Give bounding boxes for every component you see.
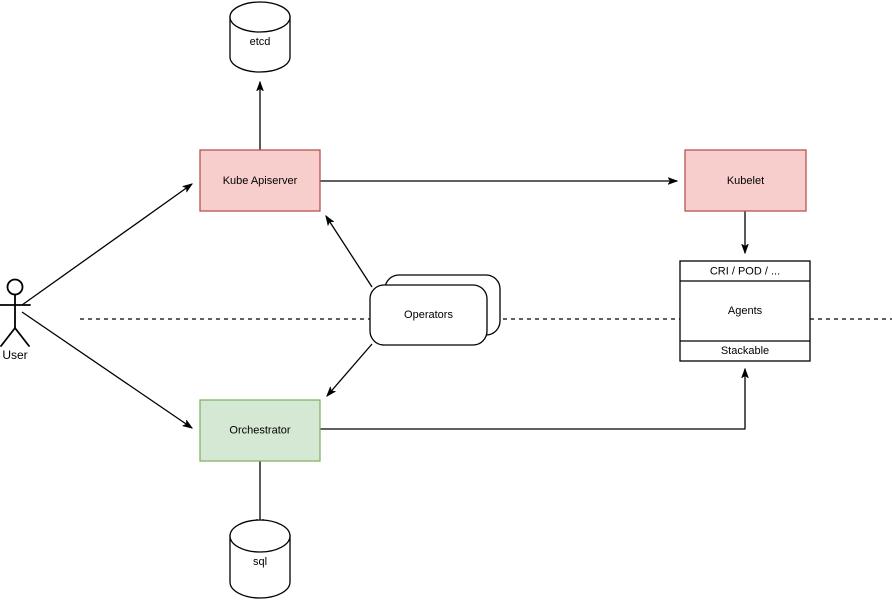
orchestrator-label: Orchestrator — [229, 424, 290, 436]
edge-operators-to-apiserver[interactable] — [326, 216, 373, 288]
orchestrator-node[interactable]: Orchestrator — [199, 399, 321, 462]
edge-user-to-apiserver[interactable] — [21, 184, 192, 306]
cri-pod-section-label: CRI / POD / ... — [710, 265, 780, 277]
edge-operators-to-orchestrator[interactable] — [327, 343, 373, 396]
sql-cylinder-top — [229, 519, 291, 553]
user-actor-label: User — [2, 348, 27, 362]
sql-label: sql — [253, 556, 267, 568]
edge-layer — [21, 82, 745, 528]
kubelet-node[interactable]: Kubelet — [684, 149, 807, 212]
agents-stack-node[interactable]: CRI / POD / ... Agents Stackable — [679, 260, 811, 362]
kube-apiserver-node[interactable]: Kube Apiserver — [199, 149, 321, 212]
kubelet-label: Kubelet — [727, 175, 764, 187]
kubelet-box — [684, 149, 807, 212]
kube-apiserver-label: Kube Apiserver — [223, 175, 298, 187]
operators-box-front — [369, 284, 488, 346]
operators-node[interactable]: Operators — [369, 274, 501, 346]
agents-stack-box — [679, 260, 811, 362]
sql-cylinder-body — [229, 535, 291, 599]
user-actor[interactable]: User — [0, 278, 31, 363]
etcd-datastore[interactable]: etcd — [229, 1, 291, 73]
sql-datastore[interactable]: sql — [229, 519, 291, 599]
kube-apiserver-box — [199, 149, 321, 212]
user-head-icon — [6, 278, 24, 296]
operators-label: Operators — [404, 309, 453, 321]
agents-section-label: Agents — [728, 305, 763, 317]
edge-orchestrator-to-stackable[interactable] — [320, 369, 745, 430]
etcd-cylinder-body — [229, 16, 291, 73]
etcd-label: etcd — [250, 36, 271, 48]
etcd-cylinder-top — [229, 1, 291, 33]
orchestrator-box — [199, 399, 321, 462]
stackable-section-label: Stackable — [721, 345, 769, 357]
edge-user-to-orchestrator[interactable] — [21, 311, 192, 428]
user-legs-icon — [0, 327, 30, 347]
